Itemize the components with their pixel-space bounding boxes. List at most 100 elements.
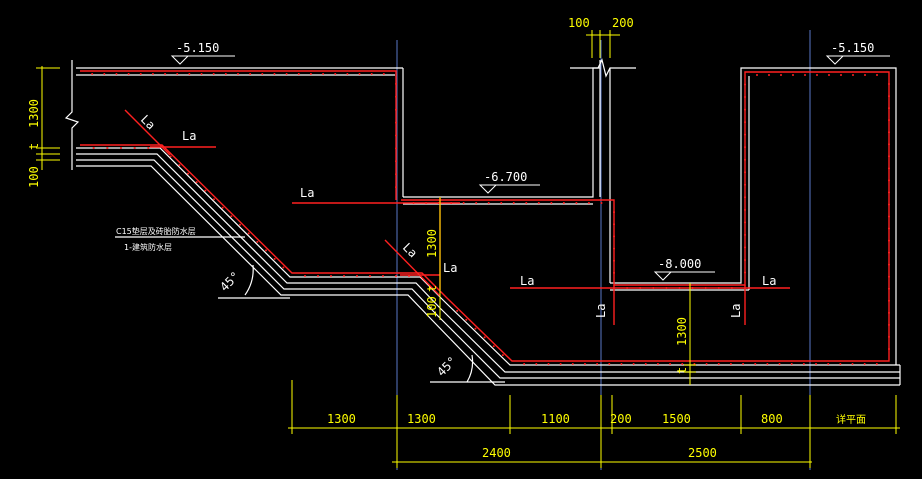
- rebar-dot: [792, 74, 794, 76]
- note-line-2: 1-建筑防水层: [124, 242, 172, 252]
- rebar-dot: [613, 271, 615, 274]
- rebar-dot: [282, 266, 285, 269]
- slope-layer-2: [76, 153, 900, 373]
- rebar-dot: [744, 108, 746, 111]
- rebar-dot: [613, 235, 615, 238]
- rebar-dot: [91, 73, 94, 75]
- rebar-dot: [382, 73, 385, 75]
- rebar-dot: [456, 309, 459, 312]
- axis-lines: [396, 30, 811, 470]
- top-wall-dims: [586, 30, 620, 58]
- rebar-dot: [395, 82, 397, 85]
- elev-left-top: -5.150: [176, 41, 219, 55]
- rebar-dot: [620, 363, 623, 365]
- rebar-dot: [840, 74, 842, 76]
- rebar-dot: [450, 202, 453, 204]
- rebar-dot: [322, 73, 325, 75]
- rebar-dot: [802, 363, 805, 365]
- rebar-dot: [256, 240, 259, 243]
- rebar-dot: [261, 73, 264, 75]
- vdim-left-100: 100: [27, 166, 41, 188]
- rebar-dot: [523, 363, 526, 365]
- rebar-dot: [178, 164, 181, 167]
- rebar-dot: [285, 73, 288, 75]
- vdim-mid-100: 100: [425, 296, 439, 318]
- rebar-dot: [309, 73, 312, 75]
- rebar-dot: [249, 73, 252, 75]
- rebar-dot: [169, 155, 172, 158]
- rebar-dot: [744, 133, 746, 136]
- rebar-dot: [888, 203, 890, 206]
- elev-right-mark: [825, 55, 890, 65]
- rebar-dot: [888, 311, 890, 314]
- rebar-dot: [512, 202, 515, 204]
- hdim-row1-7: 详平面: [836, 413, 866, 426]
- rebar-dot: [766, 363, 769, 365]
- rebar-dot: [334, 73, 337, 75]
- rebar-dot: [816, 74, 818, 76]
- rebar-dot: [395, 275, 397, 277]
- rebar-dot: [550, 202, 553, 204]
- bottom-dim-labels: 1300 1300 1100 200 1500 800 详平面 2400 250…: [327, 412, 866, 460]
- angle-label-1: 45°: [217, 269, 242, 294]
- rebar-dot: [164, 73, 167, 75]
- rebar-dot: [273, 73, 276, 75]
- rebar-dot: [656, 363, 659, 365]
- rebar-dot: [297, 73, 300, 75]
- rebar-dot: [500, 202, 503, 204]
- rebar-dot: [876, 74, 878, 76]
- elev-left-mark: [170, 55, 235, 65]
- pit-outline: [610, 67, 897, 365]
- rebar-dot: [600, 202, 603, 204]
- rebar-dot: [852, 74, 854, 76]
- note-line-1: C15垫层及砖胎防水层: [116, 226, 196, 236]
- rebar-dot: [492, 345, 495, 348]
- hdim-row1-4: 200: [610, 412, 632, 426]
- rebar-dot: [744, 83, 746, 86]
- rebar-dot: [304, 275, 306, 277]
- rebar-top-left: [80, 70, 397, 200]
- rebar-dot: [744, 121, 746, 124]
- rebar-dot: [195, 181, 198, 184]
- rebar-dot: [888, 107, 890, 110]
- rebar-dot: [501, 354, 504, 357]
- rebar-dot: [369, 275, 371, 277]
- vdim-mid-t: t: [425, 285, 439, 292]
- rebar-dot: [744, 146, 746, 149]
- rebar-dot: [483, 336, 486, 339]
- rebar-dot: [756, 74, 758, 76]
- rebar-dot: [613, 259, 615, 262]
- rebar-dot: [669, 363, 672, 365]
- rebar-dot: [681, 363, 684, 365]
- rebar-dot: [804, 74, 806, 76]
- rebar-dot: [704, 287, 707, 289]
- rebar-dot: [678, 287, 681, 289]
- rebar-dot: [475, 202, 478, 204]
- hdim-row1-6: 800: [761, 412, 783, 426]
- rebar-dot: [127, 73, 130, 75]
- rebar-dot: [888, 335, 890, 338]
- rebar-dot: [744, 258, 746, 261]
- elev-pit-mark: [653, 271, 715, 281]
- rebar-dot: [828, 74, 830, 76]
- rebar-dots: [91, 73, 890, 365]
- rebar-dot: [571, 363, 574, 365]
- concrete-structure: [64, 58, 901, 386]
- hdim-row1-5: 1500: [662, 412, 691, 426]
- rebar-dot: [744, 196, 746, 199]
- angle-arc-1: [244, 264, 254, 296]
- rebar-dot: [888, 167, 890, 170]
- break-line-wall: [570, 58, 636, 78]
- rebar-dot: [265, 249, 267, 252]
- rebar-dot: [827, 363, 830, 365]
- rebar-dot: [106, 147, 109, 149]
- hdim-row2-2: 2500: [688, 446, 717, 460]
- rebar-dot: [346, 73, 349, 75]
- rebar-dot: [691, 287, 694, 289]
- break-line-left: [64, 60, 80, 170]
- rebar-dot: [343, 275, 345, 277]
- angle-label-2: 45°: [434, 354, 459, 379]
- rebar-dot: [465, 318, 468, 321]
- la-label-6: La: [520, 274, 534, 288]
- rebar-dot: [744, 246, 746, 249]
